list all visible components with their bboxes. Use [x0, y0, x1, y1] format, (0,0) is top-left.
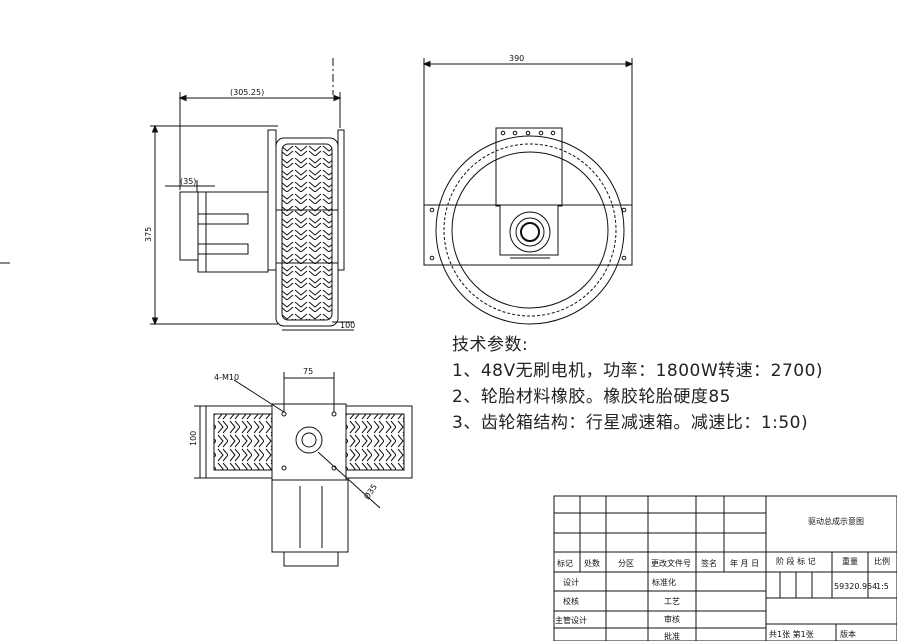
col-header-date: 年 月 日 [730, 558, 759, 568]
tech-line-1: 1、48V无刷电机，功率：1800W转速：2700) [452, 361, 824, 381]
front-view [422, 58, 634, 325]
role-review: 审核 [664, 614, 680, 624]
dim-top-height: 100 [189, 431, 198, 446]
col-header-mark: 标记 [557, 558, 573, 568]
dim-front-width: 390 [509, 54, 524, 63]
role-design: 设计 [563, 577, 579, 587]
col-header-change-doc: 更改文件号 [651, 558, 691, 568]
stage-label: 阶 段 标 记 [776, 556, 816, 566]
tech-line-2: 2、轮胎材料橡胶。橡胶轮胎硬度85 [452, 387, 731, 407]
role-check: 校核 [563, 596, 579, 606]
role-process: 工艺 [664, 597, 680, 606]
dim-side-height: 375 [144, 227, 153, 242]
dim-side-offset: (35) [180, 177, 196, 186]
col-header-count: 处数 [584, 558, 600, 568]
tech-params: 技术参数: 1、48V无刷电机，功率：1800W转速：2700) 2、轮胎材料橡… [452, 332, 823, 436]
col-header-signature: 签名 [701, 558, 717, 568]
weight-label: 重量 [842, 556, 858, 566]
role-standardization: 标准化 [652, 577, 676, 587]
top-view [194, 372, 413, 567]
scale-value: 1:5 [876, 582, 889, 591]
dim-side-bottom: 100 [340, 321, 355, 330]
dim-top-spacing: 75 [303, 367, 313, 376]
side-view [150, 58, 354, 331]
dim-top-bolt: 4-M10 [214, 373, 239, 382]
dim-top-shaft: Ø35 [361, 482, 379, 501]
drawing-title: 驱动总成示意图 [808, 516, 864, 526]
title-block [553, 495, 897, 641]
role-approve: 批准 [664, 631, 680, 641]
scale-label: 比例 [874, 556, 890, 566]
tech-heading: 技术参数: [452, 335, 529, 355]
tech-line-3: 3、齿轮箱结构：行星减速箱。减速比：1:50) [452, 413, 809, 433]
dim-side-width: (305.25) [230, 88, 264, 97]
sheet-info: 共1张 第1张 [769, 629, 814, 639]
col-header-zone: 分区 [618, 559, 634, 568]
role-chief-design: 主管设计 [555, 615, 587, 625]
version-label: 版本 [840, 629, 856, 639]
weight-value: 59320.954 [834, 582, 877, 591]
